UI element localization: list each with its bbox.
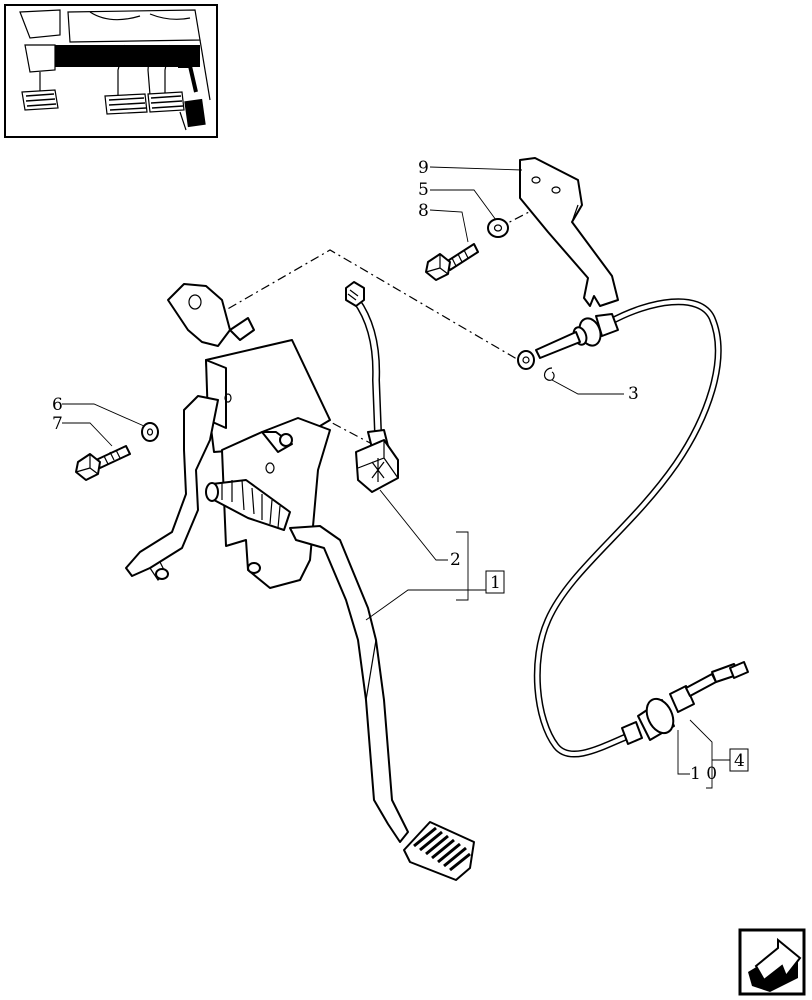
callout-2: 2 (450, 550, 461, 570)
pedal-support-assembly (125, 283, 475, 881)
callout-4: 4 (734, 751, 745, 771)
next-page-arrow-icon[interactable] (738, 928, 806, 996)
bolt-7 (75, 445, 131, 481)
throttle-cable (517, 298, 749, 758)
callout-7: 7 (52, 414, 63, 434)
leader-lines (62, 166, 730, 789)
callout-4-box (729, 748, 749, 772)
callout-10: 1 0 (690, 764, 717, 784)
callout-labels: 9 5 8 3 6 7 2 1 4 1 0 (52, 158, 749, 784)
callout-8: 8 (418, 201, 429, 221)
washer-6 (141, 422, 159, 442)
bolt-8 (425, 243, 479, 281)
washer-5 (487, 218, 509, 238)
callout-1-box (485, 570, 505, 594)
callout-6: 6 (52, 395, 63, 415)
sensor-harness (345, 281, 399, 493)
callout-3: 3 (628, 384, 639, 404)
callout-9: 9 (418, 158, 429, 178)
callout-5: 5 (418, 180, 429, 200)
callout-1: 1 (490, 573, 501, 593)
locator-inset (4, 4, 218, 138)
mounting-bracket (519, 157, 619, 307)
